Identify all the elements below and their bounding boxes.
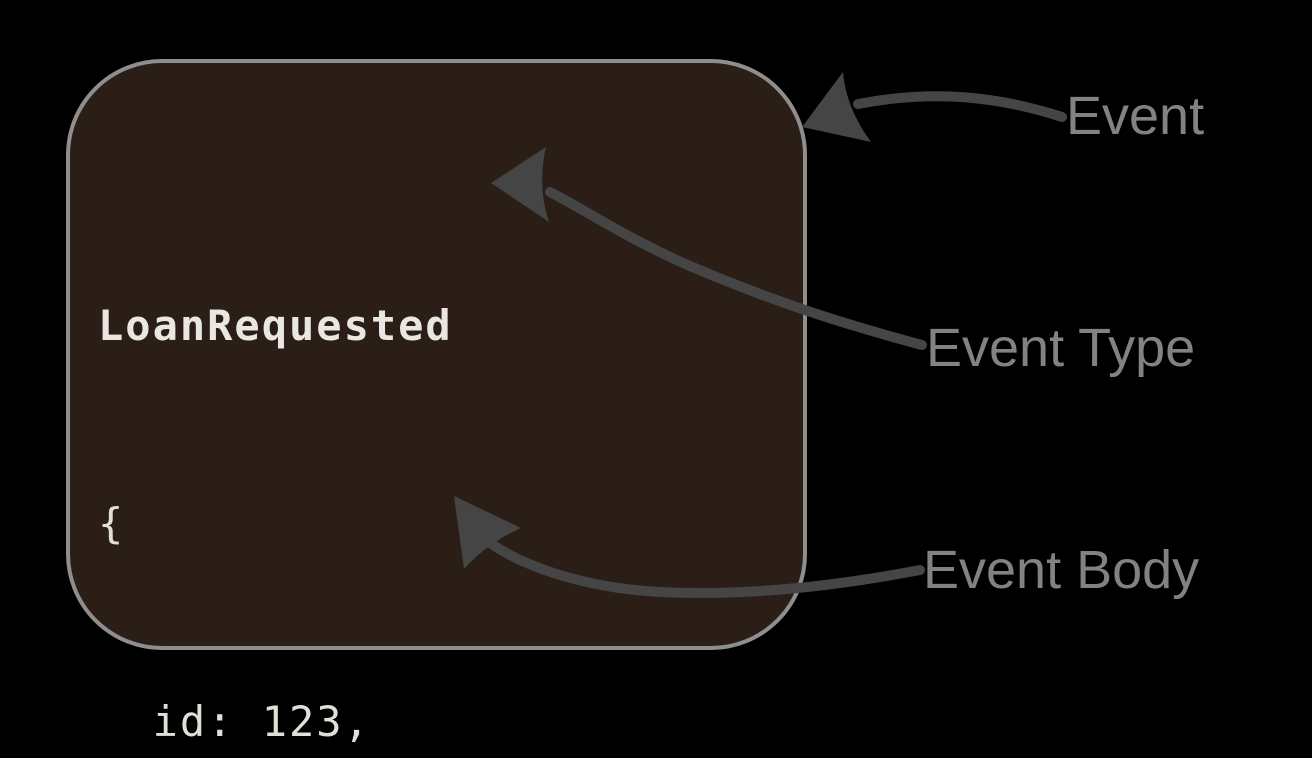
code-line: id: 123,	[98, 697, 371, 746]
event-code-block: LoanRequested { id: 123, amount: 100, bo…	[98, 161, 803, 758]
event-type-line: LoanRequested	[98, 301, 453, 350]
event-body-label: Event Body	[923, 540, 1200, 600]
event-type-label: Event Type	[926, 318, 1196, 378]
event-label: Event	[1066, 86, 1205, 146]
event-arrow-icon	[802, 72, 1067, 142]
event-card: LoanRequested { id: 123, amount: 100, bo…	[66, 59, 807, 746]
code-line: {	[98, 499, 126, 548]
